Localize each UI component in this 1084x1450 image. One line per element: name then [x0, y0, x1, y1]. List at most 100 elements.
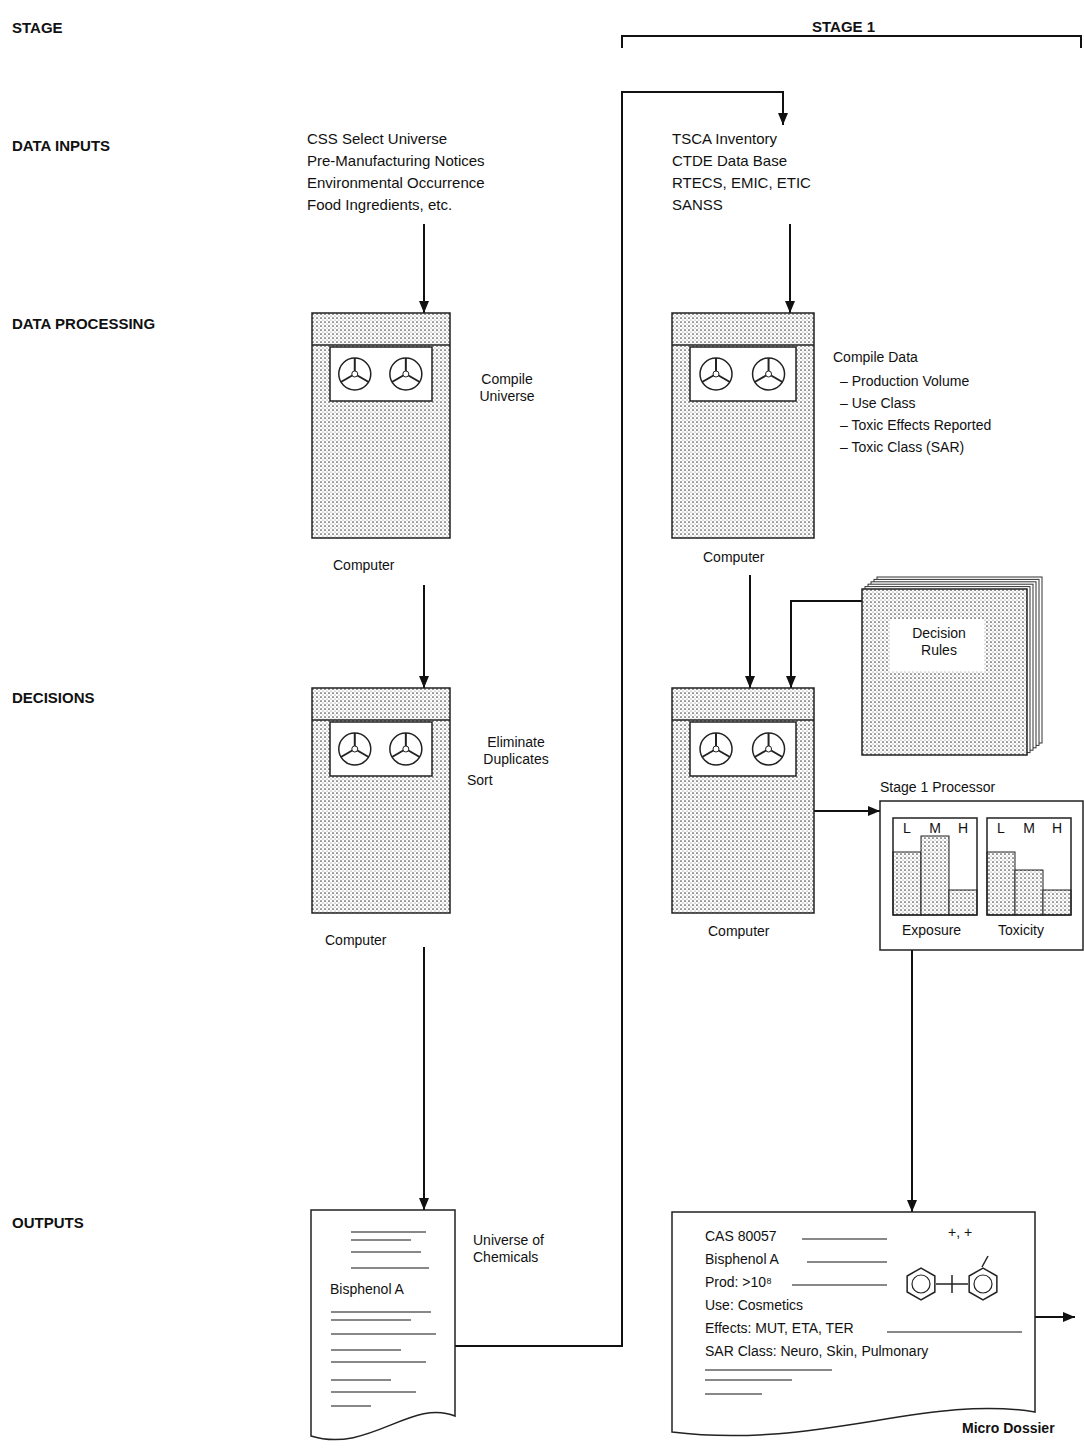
computer-body	[312, 688, 450, 913]
histogram-level: H	[958, 820, 968, 837]
node-text: – Production Volume	[840, 373, 969, 390]
computer-body	[312, 313, 450, 538]
document: Bisphenol AUniverse of Chemicals	[311, 1210, 455, 1446]
shape-outline	[312, 688, 450, 913]
input-source: TSCA Inventory	[672, 128, 811, 150]
reel-hub	[713, 371, 719, 377]
micro-dossier: CAS 80057Bisphenol A Prod: >10⁸ Use: Cosme…	[672, 1212, 1035, 1442]
tape-reel	[339, 358, 371, 390]
reel-spoke	[719, 376, 730, 383]
computer-top-line	[312, 719, 450, 721]
benzene-ring	[969, 1268, 997, 1300]
histogram-bar	[893, 852, 921, 915]
input-source: Environmental Occurrence	[307, 172, 485, 194]
node-text: – Toxic Class (SAR)	[840, 439, 964, 456]
reel-spoke	[768, 733, 770, 746]
book-cover	[862, 589, 1027, 755]
reel-spoke	[702, 751, 713, 758]
tape-reel	[753, 358, 785, 390]
computer: Computer	[672, 688, 814, 913]
filler-text-line	[351, 1251, 421, 1253]
stage-heading: STAGE 1	[806, 18, 881, 35]
bond	[951, 1275, 953, 1293]
tape-reel	[390, 733, 422, 765]
reel-spoke	[354, 358, 356, 371]
node-text: Computer	[325, 932, 386, 949]
filler-text-line	[792, 1284, 887, 1286]
reel-hub	[403, 746, 409, 752]
computer-top-line	[672, 719, 814, 721]
node-text: Bisphenol A	[705, 1251, 779, 1268]
reel-spoke	[354, 733, 356, 746]
input-source: CSS Select Universe	[307, 128, 485, 150]
node-text: Use: Cosmetics	[705, 1297, 803, 1314]
histogram-level: M	[929, 820, 941, 837]
reel-spoke	[341, 751, 352, 758]
computer-body	[672, 688, 814, 913]
filler-text-line	[351, 1239, 411, 1241]
flow-arrow	[423, 585, 425, 688]
shape-outline	[862, 577, 1043, 755]
row-label: STAGE	[12, 19, 63, 36]
node-text: Compile Universe	[464, 371, 550, 405]
histogram-level: L	[997, 820, 1005, 837]
reel-spoke	[702, 376, 713, 383]
node-text: – Toxic Effects Reported	[840, 417, 991, 434]
filler-text-line	[802, 1238, 887, 1240]
flow-arrow	[911, 950, 913, 1212]
histogram-bar	[987, 852, 1015, 915]
node-text: Computer	[703, 549, 764, 566]
node-text: CAS 80057	[705, 1228, 777, 1245]
reel-spoke	[755, 376, 766, 383]
flow-arrow	[749, 575, 751, 688]
filler-text-line	[887, 1331, 1022, 1333]
aromatic-circle	[974, 1275, 992, 1293]
node-text: Eliminate Duplicates	[468, 734, 564, 768]
node-text: Exposure	[902, 922, 961, 939]
stage-processor: Stage 1 ProcessorLMHLMHExposureToxicity	[880, 801, 1083, 950]
node-text: Toxicity	[998, 922, 1044, 939]
flow-arrow	[423, 947, 425, 1210]
reel-spoke	[357, 751, 368, 758]
computer-body	[672, 313, 814, 538]
aromatic-circle	[912, 1275, 930, 1293]
flow-arrow	[423, 224, 425, 313]
tape-reel	[700, 358, 732, 390]
reel-hub	[352, 371, 358, 377]
filler-text-line	[351, 1267, 429, 1269]
reel-hub	[766, 371, 772, 377]
node-text: Computer	[333, 557, 394, 574]
reel-spoke	[755, 751, 766, 758]
computer-top-line	[672, 344, 814, 346]
node-text: Compile Data	[833, 349, 918, 366]
row-label: DATA INPUTS	[12, 137, 110, 154]
reel-spoke	[341, 376, 352, 383]
node-text: Sort	[467, 772, 493, 789]
reel-hub	[403, 371, 409, 377]
book-label	[890, 619, 984, 671]
histogram-level: H	[1052, 820, 1062, 837]
shape-outline	[312, 313, 450, 538]
node-text: – Use Class	[840, 395, 915, 412]
tape-panel	[690, 347, 796, 401]
computer-top-line	[312, 344, 450, 346]
reel-spoke	[408, 751, 419, 758]
histogram-level: L	[903, 820, 911, 837]
tape-panel	[330, 722, 432, 776]
filler-text-line	[807, 1261, 887, 1263]
tape-reel	[339, 733, 371, 765]
node-text: Stage 1 Processor	[880, 779, 995, 796]
node-text: Computer	[708, 923, 769, 940]
row-label: OUTPUTS	[12, 1214, 84, 1231]
chart-frame	[893, 818, 977, 915]
exit-arrow	[1035, 1316, 1075, 1318]
reel-spoke	[405, 733, 407, 746]
reel-spoke	[392, 751, 403, 758]
input-source: Food Ingredients, etc.	[307, 194, 485, 216]
reel-hub	[713, 746, 719, 752]
node-text: Prod: >10⁸	[705, 1274, 772, 1291]
node-text: Universe of Chemicals	[473, 1232, 553, 1266]
filler-text-line	[705, 1379, 792, 1381]
node-text: +, +	[948, 1224, 972, 1241]
filler-text-line	[331, 1379, 391, 1381]
